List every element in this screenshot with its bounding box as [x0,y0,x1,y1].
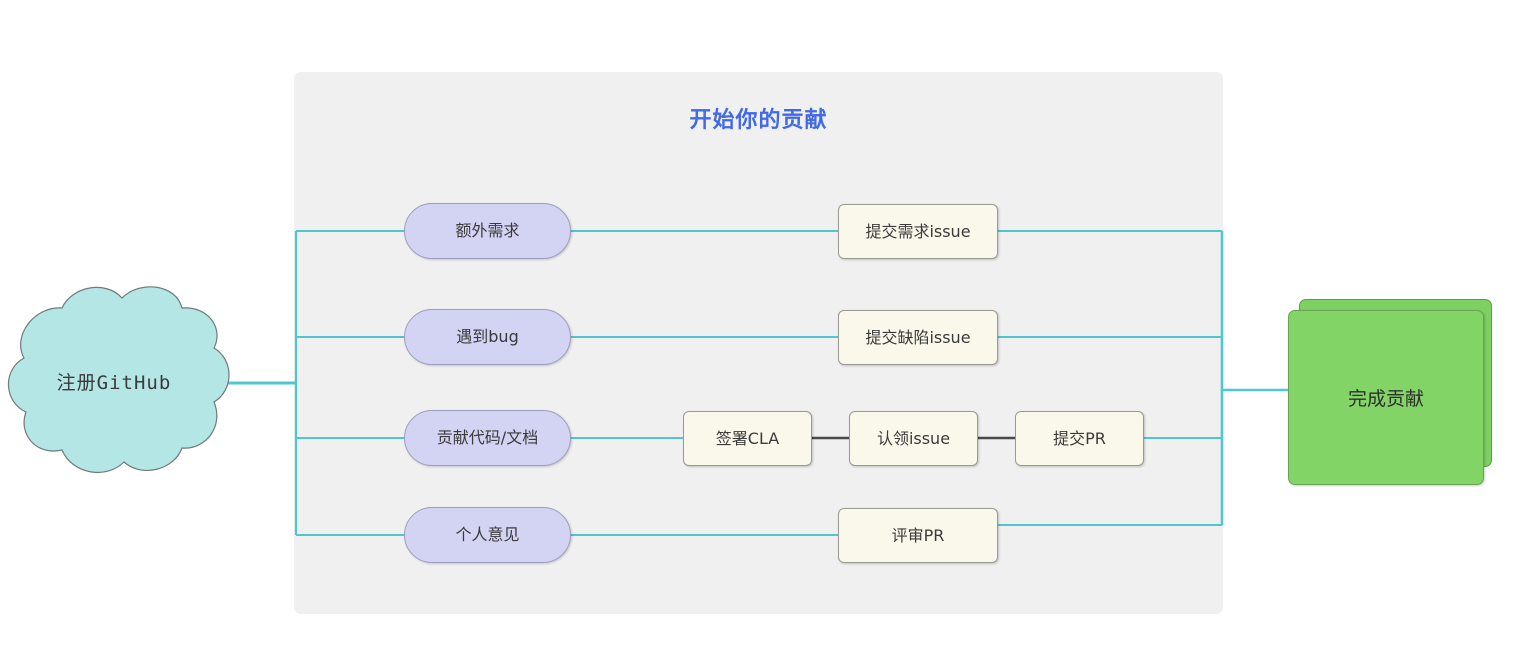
start-node-cloud[interactable] [0,278,240,484]
page-title: 开始你的贡献 [689,108,828,133]
cloud-shape [7,286,230,474]
action-node-submit-bug-issue[interactable]: 提交缺陷issue [838,310,998,365]
action-node-submit-pr[interactable]: 提交PR [1015,411,1144,466]
action-node-sign-cla[interactable]: 签署CLA [683,411,812,466]
action-node-submit-requirement-issue[interactable]: 提交需求issue [838,204,998,259]
action-node-claim-issue[interactable]: 认领issue [849,411,978,466]
end-node-finish-contribution[interactable]: 完成贡献 [1288,310,1484,485]
trigger-node-extra-requirement[interactable]: 额外需求 [404,203,571,259]
trigger-node-bug[interactable]: 遇到bug [404,309,571,365]
trigger-node-personal-opinion[interactable]: 个人意见 [404,507,571,563]
trigger-node-contribute-code[interactable]: 贡献代码/文档 [404,410,571,466]
start-node-label: 注册GitHub [56,371,172,394]
action-node-review-pr[interactable]: 评审PR [838,508,998,563]
